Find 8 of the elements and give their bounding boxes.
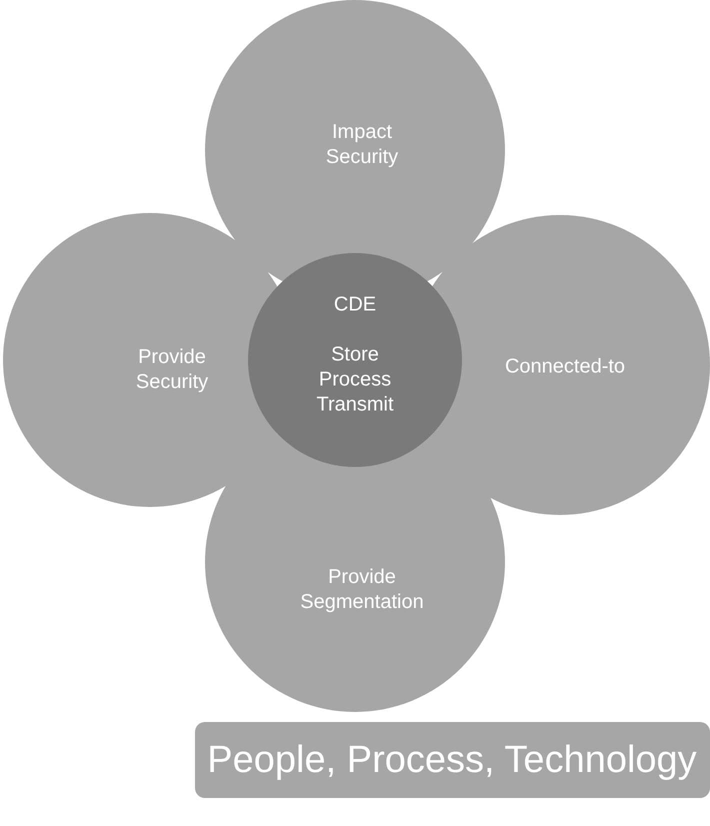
circle-label: CDE <box>332 292 378 318</box>
banner <box>195 722 710 798</box>
circle-label: Connected-to <box>504 354 626 380</box>
circle-label: Provide Segmentation <box>299 565 425 615</box>
circle-label: Store Process Transmit <box>315 342 395 418</box>
banner-text: People, Process, Technology <box>206 738 698 782</box>
circle-label: Provide Security <box>134 345 210 395</box>
circle-label: Impact Security <box>324 120 400 170</box>
